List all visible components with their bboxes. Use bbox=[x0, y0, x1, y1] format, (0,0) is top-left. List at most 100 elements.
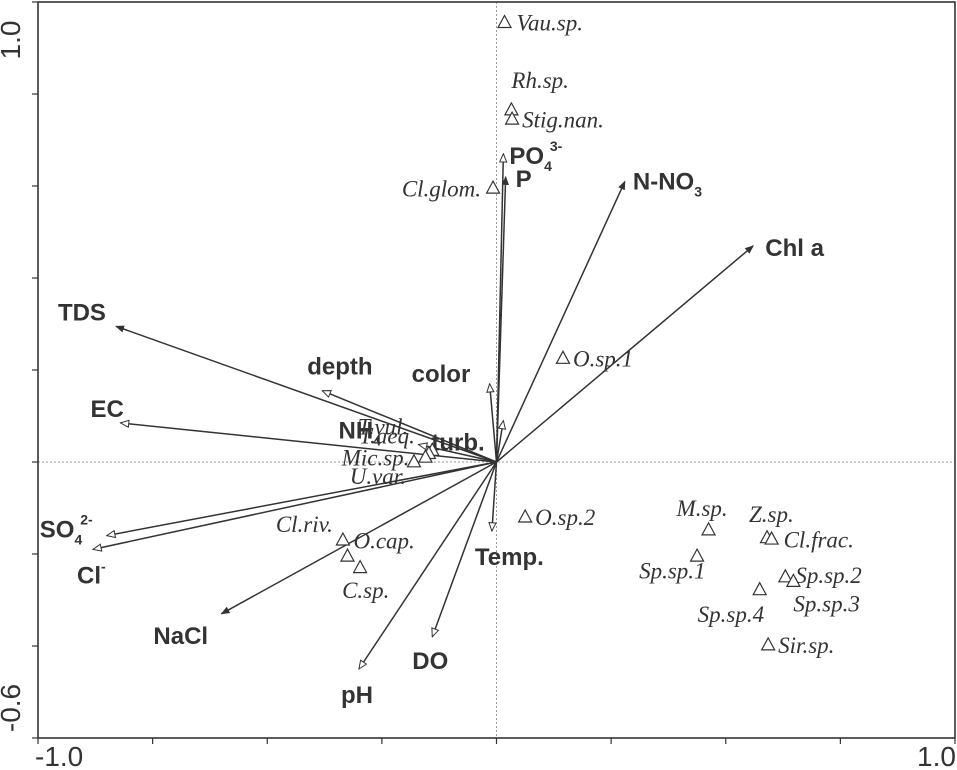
env-arrow-line bbox=[359, 461, 498, 669]
env-arrow-line bbox=[495, 175, 510, 463]
species-sp-sp-4: Sp.sp.4 bbox=[698, 581, 768, 627]
species-label: Z.sp. bbox=[749, 502, 794, 527]
species-point bbox=[352, 559, 368, 574]
env-label-text: SO bbox=[40, 517, 75, 544]
env-label-text: NH bbox=[339, 418, 374, 445]
species-points: Vau.sp. Rh.sp. Stig.nan. Cl.glom. O.sp.1T.vu… bbox=[276, 11, 862, 658]
y-tick-label-min: -0.6 bbox=[0, 684, 26, 732]
env-arrow-cl: Cl- bbox=[77, 461, 497, 589]
species-label: T.aeq. bbox=[359, 424, 415, 449]
species-point bbox=[335, 531, 351, 546]
species-label: Stig.nan. bbox=[522, 107, 604, 132]
env-label-text: depth bbox=[307, 354, 372, 381]
env-label-text: PO bbox=[509, 143, 544, 170]
species-sp-sp-1: Sp.sp.1 bbox=[639, 547, 706, 583]
env-label-text: color bbox=[412, 361, 471, 388]
env-arrow-label: N-NO3 bbox=[633, 168, 702, 199]
env-label-text: EC bbox=[91, 396, 124, 423]
env-arrow-tds: TDS bbox=[58, 299, 497, 463]
env-label-text: N-NO bbox=[633, 168, 694, 195]
env-arrow-p: P bbox=[495, 166, 532, 463]
env-arrow-label: Chl a bbox=[765, 235, 824, 262]
env-arrow-label: Temp. bbox=[475, 544, 544, 571]
species-label: O.cap. bbox=[353, 528, 414, 553]
species-label: Sp.sp.1 bbox=[639, 558, 705, 583]
env-arrow-do: DO bbox=[412, 461, 498, 675]
species-label: Sp.sp.3 bbox=[793, 592, 859, 617]
species-c-sp: C.sp. bbox=[342, 559, 389, 603]
species-sir-sp: Sir.sp. bbox=[760, 633, 834, 658]
env-label-subscript: 3 bbox=[694, 183, 702, 199]
env-label-superscript: 2- bbox=[80, 512, 93, 528]
species-t-vul: T.vul. bbox=[358, 415, 440, 456]
env-arrow-depth: depth bbox=[307, 354, 497, 463]
env-label-subscript: 4 bbox=[544, 158, 552, 174]
species-point bbox=[777, 568, 793, 583]
env-arrow-label: SO4 2- bbox=[40, 512, 93, 548]
species-o-sp-1: O.sp.1 bbox=[555, 347, 633, 372]
env-label-superscript: - bbox=[101, 558, 106, 574]
species-point bbox=[555, 350, 571, 364]
env-arrow-color: color bbox=[412, 361, 498, 463]
species-point bbox=[701, 521, 717, 536]
env-label-text: P bbox=[516, 166, 532, 193]
species-label: Cl.riv. bbox=[276, 512, 333, 537]
species-label: Rh.sp. bbox=[510, 68, 569, 93]
env-arrow-line bbox=[432, 461, 498, 637]
species-point bbox=[417, 448, 433, 463]
env-label-text: pH bbox=[341, 682, 373, 709]
species-stig-nan: Stig.nan. bbox=[504, 107, 604, 132]
env-arrow-line bbox=[220, 461, 497, 615]
env-arrow-line bbox=[490, 384, 498, 463]
env-arrow-label: EC bbox=[91, 396, 124, 423]
species-point bbox=[752, 581, 768, 596]
species-o-sp-2: O.sp.2 bbox=[517, 505, 595, 530]
species-point bbox=[406, 453, 422, 468]
species-cl-glom: Cl.glom. bbox=[402, 176, 501, 201]
env-arrow-label: NaCl bbox=[153, 623, 208, 650]
env-arrow-label: depth bbox=[307, 354, 372, 381]
env-label-text: DO bbox=[412, 648, 448, 675]
species-point bbox=[339, 547, 355, 562]
species-label: M.sp. bbox=[676, 496, 728, 521]
env-arrow-label: NH4 bbox=[339, 418, 382, 449]
species-sp-sp-3: Sp.sp.3 bbox=[785, 573, 860, 617]
species-z-sp: Z.sp. bbox=[749, 502, 794, 544]
species-label: T.vul. bbox=[358, 415, 409, 440]
species-sp-sp-2: Sp.sp.2 bbox=[777, 563, 862, 588]
env-arrow-label: color bbox=[412, 361, 471, 388]
env-arrow-label: DO bbox=[412, 648, 448, 675]
x-tick-label-max: 1.0 bbox=[917, 741, 956, 770]
species-point bbox=[764, 530, 780, 545]
species-point bbox=[760, 636, 776, 651]
env-arrow-n-no: N-NO3 bbox=[495, 168, 702, 463]
env-arrow-line bbox=[107, 461, 497, 536]
species-mic-sp: Mic.sp. bbox=[341, 445, 433, 470]
species-label: U.var. bbox=[350, 464, 406, 489]
env-label-text: NaCl bbox=[153, 623, 208, 650]
env-label-text: Chl a bbox=[765, 235, 824, 262]
species-point bbox=[497, 14, 513, 29]
y-tick-label-max: 1.0 bbox=[0, 21, 26, 60]
species-label: O.sp.2 bbox=[535, 505, 595, 530]
env-label-text: Cl bbox=[77, 562, 101, 589]
env-label-subscript: 4 bbox=[74, 532, 82, 548]
env-arrow-chl-a: Chl a bbox=[496, 235, 825, 463]
env-arrow-line bbox=[93, 461, 497, 549]
species-label: C.sp. bbox=[342, 578, 389, 603]
species-point bbox=[504, 110, 520, 125]
species-t-aeq: T.aeq. bbox=[359, 424, 437, 460]
species-label: Cl.frac. bbox=[784, 527, 854, 552]
species-label: Vau.sp. bbox=[517, 11, 583, 36]
species-label: O.sp.1 bbox=[573, 347, 633, 372]
species-rh-sp: Rh.sp. bbox=[503, 68, 569, 116]
env-arrow-label: pH bbox=[341, 682, 373, 709]
env-arrow-line bbox=[492, 461, 498, 531]
env-arrow-label: Cl- bbox=[77, 558, 106, 589]
species-vau-sp: Vau.sp. bbox=[497, 11, 583, 36]
species-label: Sir.sp. bbox=[778, 633, 834, 658]
env-arrow-line bbox=[495, 421, 504, 463]
species-label: Mic.sp. bbox=[341, 445, 410, 470]
axes bbox=[32, 1, 956, 744]
